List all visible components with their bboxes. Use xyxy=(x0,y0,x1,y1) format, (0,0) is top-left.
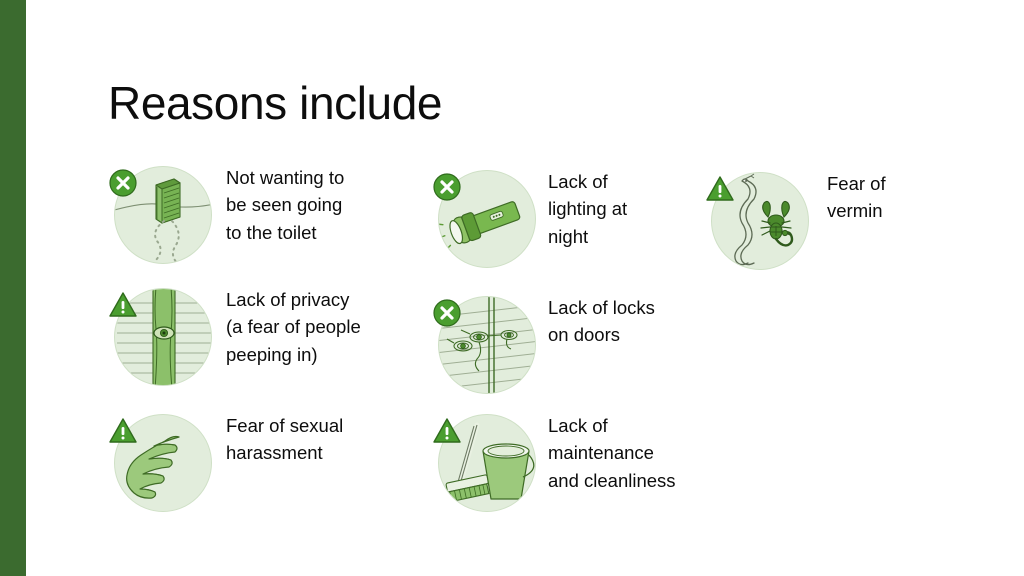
icon-wrap xyxy=(432,290,536,394)
list-item-label: Lack of locks on doors xyxy=(548,297,655,346)
cross-badge-icon xyxy=(108,168,138,198)
list-item[interactable]: Not wanting to be seen going to the toil… xyxy=(108,160,344,264)
icon-wrap xyxy=(432,164,536,268)
list-item-label: Fear of sexual harassment xyxy=(226,415,344,464)
list-item-label: Lack of lighting at night xyxy=(548,171,628,247)
list-item-label: Lack of maintenance and cleanliness xyxy=(548,415,676,491)
list-item[interactable]: Fear of sexual harassment xyxy=(108,408,343,512)
cross-badge-icon xyxy=(432,298,462,328)
warning-badge-icon xyxy=(705,174,735,204)
hand-icon xyxy=(114,414,212,512)
page-title: Reasons include xyxy=(108,77,443,129)
icon-wrap xyxy=(705,166,809,270)
accent-bar xyxy=(0,0,26,576)
list-item[interactable]: Lack of lighting at night xyxy=(432,164,627,268)
list-item[interactable]: Fear of vermin xyxy=(705,166,886,270)
list-item-label: Lack of privacy (a fear of people peepin… xyxy=(226,289,361,365)
list-item[interactable]: Lack of locks on doors xyxy=(432,290,655,394)
cross-badge-icon xyxy=(432,172,462,202)
list-item[interactable]: Lack of maintenance and cleanliness xyxy=(432,408,676,512)
icon-wrap xyxy=(108,282,212,386)
latrine-path-icon xyxy=(114,166,212,264)
list-item-label: Not wanting to be seen going to the toil… xyxy=(226,167,345,243)
flashlight-icon xyxy=(438,170,536,268)
warning-badge-icon xyxy=(108,290,138,320)
icon-wrap xyxy=(432,408,536,512)
list-item-label: Fear of vermin xyxy=(827,173,886,222)
eye-peeping-through-wall-icon xyxy=(114,288,212,386)
icon-wrap xyxy=(108,160,212,264)
warning-badge-icon xyxy=(108,416,138,446)
snake-scorpion-icon xyxy=(711,172,809,270)
warning-badge-icon xyxy=(432,416,462,446)
list-item[interactable]: Lack of privacy (a fear of people peepin… xyxy=(108,282,361,386)
icon-wrap xyxy=(108,408,212,512)
